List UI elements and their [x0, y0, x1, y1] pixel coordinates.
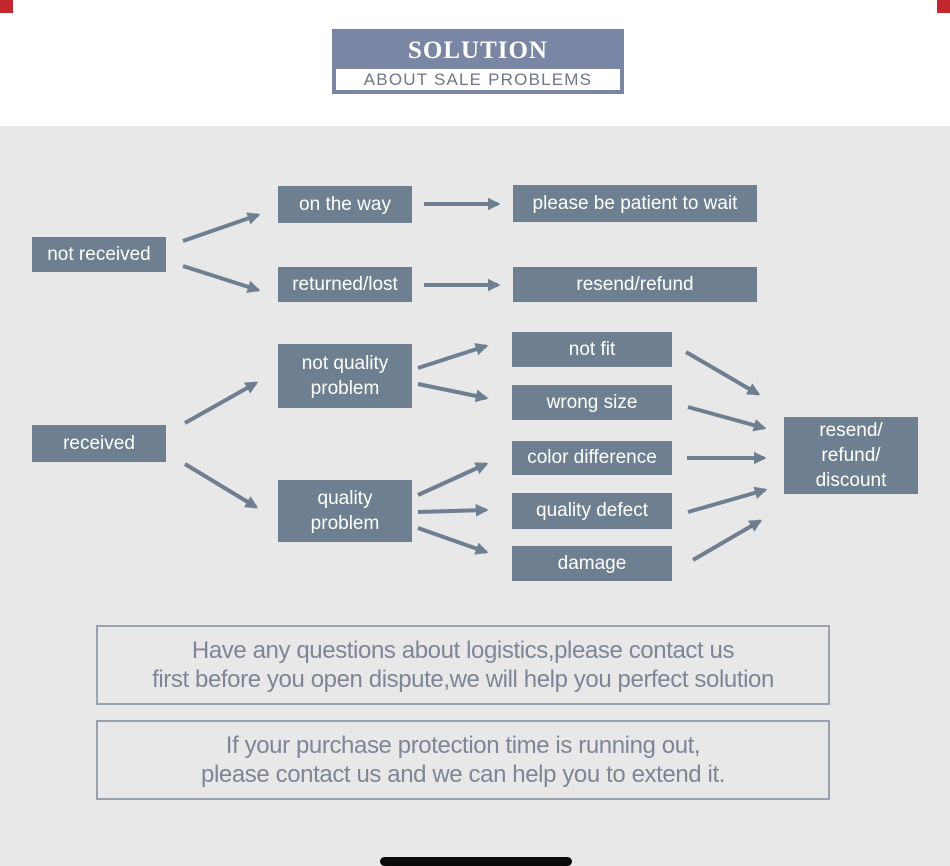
protection-note-line1: If your purchase protection time is runn… [225, 732, 701, 759]
flow-node-not-received: not received [32, 237, 166, 272]
protection-note-line2: please contact us and we can help you to… [201, 761, 725, 788]
flow-node-quality-problem: quality problem [278, 480, 412, 542]
flow-node-be-patient: please be patient to wait [513, 185, 757, 222]
protection-note: If your purchase protection time is runn… [96, 720, 830, 800]
flow-node-not-fit: not fit [512, 332, 672, 367]
page-title: SOLUTION [408, 36, 548, 64]
flow-node-quality-defect: quality defect [512, 493, 672, 529]
header-subtitle-strip: ABOUT SALE PROBLEMS [336, 69, 620, 90]
flow-node-on-the-way: on the way [278, 186, 412, 223]
flow-node-color-difference: color difference [512, 441, 672, 475]
home-indicator-bar [380, 857, 572, 866]
flow-node-resend-refund: resend/refund [513, 267, 757, 302]
flow-node-returned-lost: returned/lost [278, 267, 412, 302]
red-corner-marker-left [0, 0, 13, 13]
flow-node-not-quality-problem: not quality problem [278, 344, 412, 408]
logistics-note-line2: first before you open dispute,we will he… [152, 666, 774, 693]
flow-node-received: received [32, 425, 166, 462]
flow-node-damage: damage [512, 546, 672, 581]
flow-node-wrong-size: wrong size [512, 385, 672, 420]
logistics-note-line1: Have any questions about logistics,pleas… [191, 637, 735, 664]
flow-node-resend-refund-discount: resend/ refund/ discount [784, 417, 918, 494]
header: SOLUTION ABOUT SALE PROBLEMS [332, 29, 624, 94]
red-corner-marker-right [937, 0, 950, 13]
logistics-note: Have any questions about logistics,pleas… [96, 625, 830, 705]
page-subtitle: ABOUT SALE PROBLEMS [363, 69, 593, 89]
